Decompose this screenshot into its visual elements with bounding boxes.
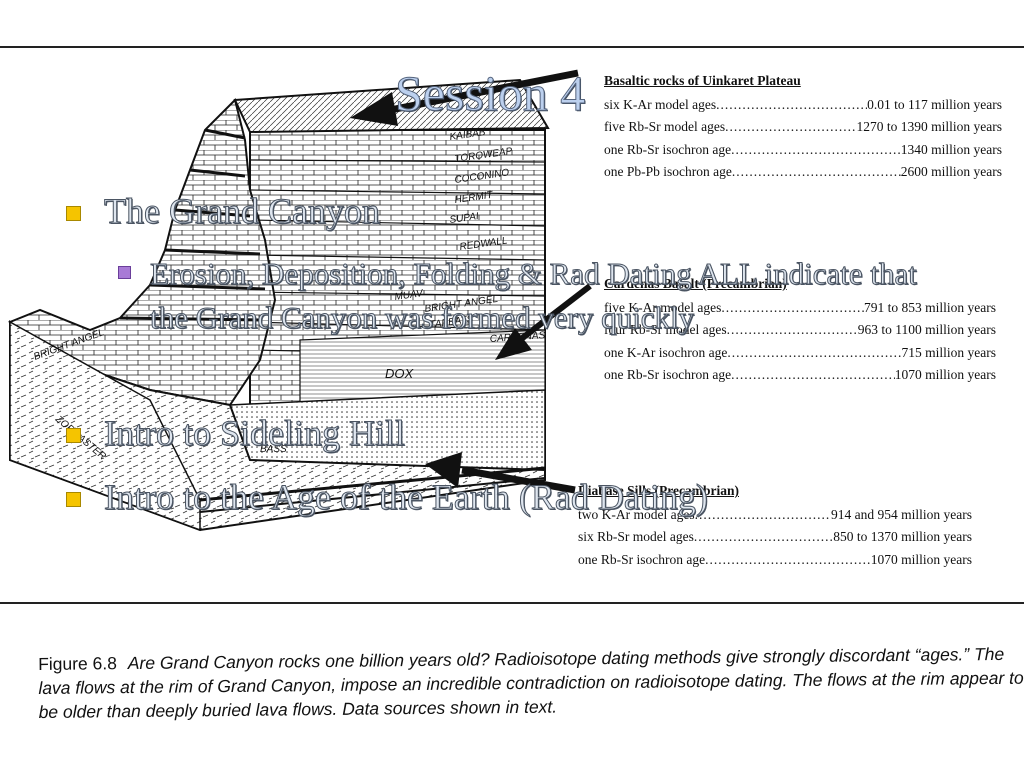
table-row: five K-Ar model ages791 to 853 million y… bbox=[604, 297, 996, 320]
top-rule bbox=[0, 46, 1024, 48]
sub-bullet-item: Erosion, Deposition, Folding & Rad Datin… bbox=[150, 256, 918, 336]
slide-title: Session 4 bbox=[394, 65, 586, 122]
bullet-marker bbox=[66, 206, 81, 221]
layer-label: DOX bbox=[385, 366, 415, 381]
dating-table-uinkaret: Basaltic rocks of Uinkaret Plateau six K… bbox=[604, 70, 1002, 184]
layer-label: HERMIT bbox=[454, 190, 494, 206]
bottom-rule bbox=[0, 602, 1024, 604]
bullet-item: Intro to the Age of the Earth (Rad Datin… bbox=[104, 477, 709, 518]
bullet-item: Intro to Sideling Hill bbox=[104, 413, 406, 454]
bullet-marker bbox=[66, 492, 81, 507]
sub-bullet-marker bbox=[118, 266, 131, 279]
layer-label: BASS bbox=[260, 444, 287, 455]
figure-caption-text: Are Grand Canyon rocks one billion years… bbox=[38, 643, 1024, 722]
table-row: one Pb-Pb isochron age2600 million years bbox=[604, 161, 1002, 184]
table-row: four Rb-Sr model ages963 to 1100 million… bbox=[604, 319, 996, 342]
dating-table-diabase: Diabase Sills (Precambrian) two K-Ar mod… bbox=[578, 480, 972, 571]
grand-canyon-block-diagram: KAIBAB TOROWEAP COCONINO HERMIT SUPAI RE… bbox=[7, 69, 592, 532]
figure-caption: Figure 6.8 Are Grand Canyon rocks one bi… bbox=[38, 642, 1024, 724]
table-row: five Rb-Sr model ages1270 to 1390 millio… bbox=[604, 116, 1002, 139]
table-heading: Basaltic rocks of Uinkaret Plateau bbox=[604, 73, 801, 88]
bullet-marker bbox=[66, 428, 81, 443]
table-row: one Rb-Sr isochron age1340 million years bbox=[604, 139, 1002, 162]
dating-table-cardenas: Cardenas Basalt (Precambrian) five K-Ar … bbox=[604, 273, 996, 387]
bullet-item: The Grand Canyon bbox=[104, 191, 381, 232]
table-row: two K-Ar model ages914 and 954 million y… bbox=[578, 504, 972, 527]
table-row: one Rb-Sr isochron age1070 million years bbox=[578, 549, 972, 572]
layer-label: KAIBAB bbox=[449, 127, 487, 143]
table-row: six K-Ar model ages0.01 to 117 million y… bbox=[604, 94, 1002, 117]
table-row: six Rb-Sr model ages850 to 1370 million … bbox=[578, 526, 972, 549]
table-row: one K-Ar isochron age715 million years bbox=[604, 342, 996, 365]
table-heading: Cardenas Basalt (Precambrian) bbox=[604, 276, 787, 291]
layer-label: SUPAI bbox=[449, 211, 480, 226]
layer-label: MUAV bbox=[394, 288, 425, 303]
table-heading: Diabase Sills (Precambrian) bbox=[578, 483, 739, 498]
figure-label: Figure 6.8 bbox=[38, 653, 118, 674]
table-row: one Rb-Sr isochron age1070 million years bbox=[604, 364, 996, 387]
